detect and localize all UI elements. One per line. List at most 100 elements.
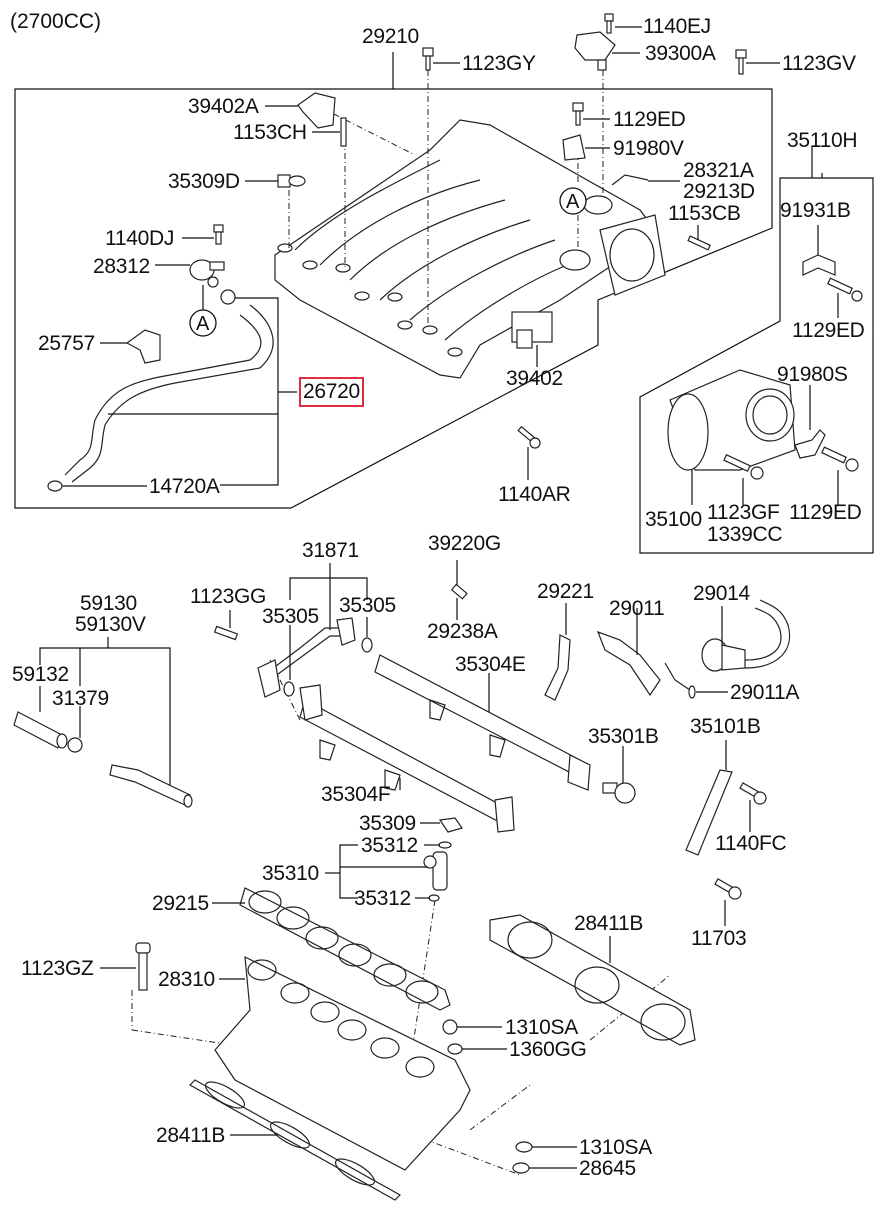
part-label-28411B-bottom[interactable]: 28411B: [156, 1124, 226, 1147]
nut-1310SA-top-drawing: [442, 1019, 458, 1035]
part-label-1140EJ[interactable]: 1140EJ: [643, 15, 711, 38]
part-label-1153CB[interactable]: 1153CB: [668, 202, 741, 225]
bracket-29011A-drawing: [664, 662, 696, 699]
part-label-1123GY[interactable]: 1123GY: [462, 52, 536, 75]
part-label-1360GG[interactable]: 1360GG: [509, 1038, 587, 1061]
clip-35309-drawing: [438, 817, 463, 833]
part-label-28411B-right[interactable]: 28411B: [574, 912, 644, 935]
callout-a-right: A: [559, 187, 587, 215]
svg-text:A: A: [196, 313, 210, 335]
part-label-29011[interactable]: 29011: [609, 597, 665, 620]
part-label-31379[interactable]: 31379: [52, 687, 109, 710]
fuel-rail-35304E-drawing: [374, 654, 591, 791]
part-label-39402[interactable]: 39402: [506, 367, 563, 390]
pipe-31871-drawing: [257, 617, 356, 698]
bolt-1123GY-drawing: [422, 47, 434, 71]
bracket-35101B-drawing: [685, 769, 733, 856]
lower-manifold-28310-drawing: [214, 955, 471, 1171]
part-label-35101B[interactable]: 35101B: [690, 715, 761, 738]
bolt-1140FC-drawing: [739, 782, 767, 805]
stud-1153CH-drawing: [340, 117, 347, 147]
part-label-39220G[interactable]: 39220G: [428, 532, 501, 555]
part-label-25757[interactable]: 25757: [38, 332, 95, 355]
part-label-28645[interactable]: 28645: [579, 1157, 636, 1180]
part-label-35312-bottom[interactable]: 35312: [354, 887, 411, 910]
upper-intake-group-box: [14, 52, 773, 509]
part-label-29210[interactable]: 29210: [362, 25, 419, 48]
part-label-1129ED-bottom[interactable]: 1129ED: [789, 501, 862, 524]
part-label-14720A[interactable]: 14720A: [149, 475, 220, 498]
leader-lines: [39, 26, 839, 1169]
clip-35309D-drawing: [277, 174, 306, 188]
part-label-35309D[interactable]: 35309D: [168, 170, 240, 193]
bolt-1140EJ-drawing: [604, 13, 614, 34]
part-label-35309[interactable]: 35309: [359, 812, 416, 835]
part-label-35304E[interactable]: 35304E: [455, 653, 526, 676]
oring-35305-left-drawing: [283, 681, 295, 697]
part-label-1129ED-top[interactable]: 1129ED: [613, 108, 686, 131]
hose-28321A-drawing: [611, 174, 649, 186]
part-label-59130V[interactable]: 59130V: [75, 613, 146, 636]
regulator-29014-drawing: [701, 599, 790, 672]
bolt-1129ED-top-drawing: [572, 102, 584, 126]
part-label-1129ED-right[interactable]: 1129ED: [792, 319, 865, 342]
part-label-1123GZ[interactable]: 1123GZ: [21, 957, 94, 980]
sensor-39300A-drawing: [574, 31, 616, 71]
part-label-35301B[interactable]: 35301B: [588, 725, 659, 748]
hose-26720-drawing: [64, 304, 274, 483]
part-label-28321A[interactable]: 28321A: [683, 159, 754, 182]
part-label-91980S[interactable]: 91980S: [777, 363, 848, 386]
plug-35301B-drawing: [602, 782, 636, 804]
part-label-1310SA-top[interactable]: 1310SA: [505, 1016, 578, 1039]
part-label-29014[interactable]: 29014: [693, 582, 750, 605]
part-label-39300A[interactable]: 39300A: [645, 42, 716, 65]
part-label-1140FC[interactable]: 1140FC: [715, 832, 787, 855]
gasket-28411B-right-drawing: [489, 914, 696, 1046]
engine-displacement-label: (2700CC): [10, 10, 102, 33]
bolt-1140DJ-drawing: [213, 224, 224, 245]
part-label-29215[interactable]: 29215: [152, 892, 209, 915]
part-label-35310[interactable]: 35310: [262, 862, 319, 885]
part-label-29221[interactable]: 29221: [537, 580, 594, 603]
part-label-29238A[interactable]: 29238A: [427, 620, 498, 643]
part-label-91980V[interactable]: 91980V: [613, 137, 684, 160]
part-label-35305-left[interactable]: 35305: [262, 605, 319, 628]
bolt-1140AR-drawing: [517, 425, 541, 449]
part-label-11703[interactable]: 11703: [691, 927, 747, 950]
part-label-35304F[interactable]: 35304F: [321, 783, 391, 806]
part-label-1310SA-bottom[interactable]: 1310SA: [579, 1136, 652, 1159]
part-label-29213D[interactable]: 29213D: [683, 180, 755, 203]
callout-a-left: A: [189, 285, 217, 337]
part-label-1140DJ[interactable]: 1140DJ: [105, 227, 175, 250]
part-label-35305-right[interactable]: 35305: [339, 594, 396, 617]
gasket-28411B-bottom-drawing: [189, 1079, 401, 1201]
part-label-35312-top[interactable]: 35312: [361, 834, 418, 857]
clip-14720A-drawing: [47, 480, 63, 492]
part-label-31871[interactable]: 31871: [302, 539, 359, 562]
solenoid-39402A-drawing: [297, 92, 336, 129]
part-label-28310[interactable]: 28310: [158, 968, 215, 991]
part-label-35110H[interactable]: 35110H: [787, 129, 858, 152]
bolt-1123GV-drawing: [735, 49, 747, 75]
stud-1153CB-drawing: [687, 235, 711, 251]
bolt-1129ED-right-drawing: [827, 277, 863, 302]
part-label-1123GF[interactable]: 1123GF: [707, 501, 780, 524]
part-label-1123GV[interactable]: 1123GV: [782, 52, 856, 75]
part-label-59132[interactable]: 59132: [12, 663, 69, 686]
part-label-1140AR[interactable]: 1140AR: [498, 483, 571, 506]
part-label-39402A[interactable]: 39402A: [188, 95, 259, 118]
bracket-25757-drawing: [125, 329, 161, 364]
part-label-29011A[interactable]: 29011A: [730, 681, 800, 704]
part-label-91931B[interactable]: 91931B: [780, 199, 851, 222]
part-label-1153CH[interactable]: 1153CH: [233, 121, 307, 144]
part-label-59130[interactable]: 59130: [80, 592, 137, 615]
nut-1310SA-bottom-drawing: [515, 1141, 533, 1153]
part-label-26720-highlighted[interactable]: 26720: [299, 377, 364, 407]
part-label-35100[interactable]: 35100: [645, 508, 702, 531]
part-label-1123GG[interactable]: 1123GG: [190, 585, 267, 608]
part-label-28312[interactable]: 28312: [93, 255, 150, 278]
part-label-1339CC[interactable]: 1339CC: [707, 523, 783, 546]
bracket-29221-drawing: [544, 634, 571, 701]
